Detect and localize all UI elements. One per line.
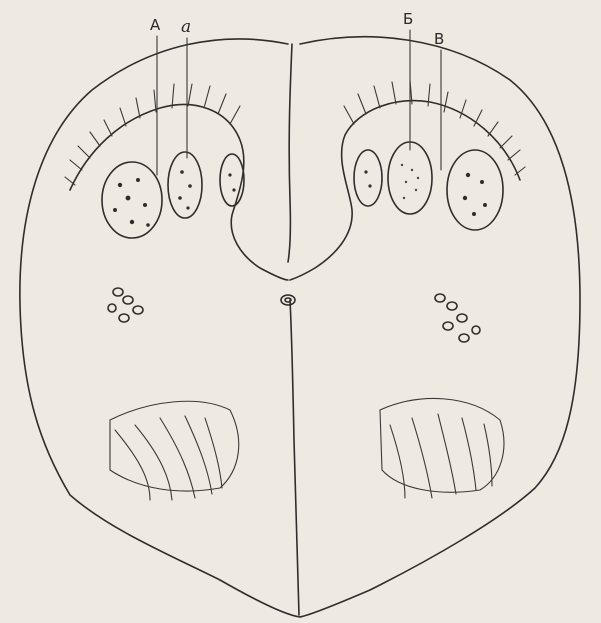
label-V: В [434, 30, 444, 48]
label-A: А [150, 16, 161, 34]
label-a: a [181, 17, 191, 37]
label-B: Б [403, 10, 413, 28]
